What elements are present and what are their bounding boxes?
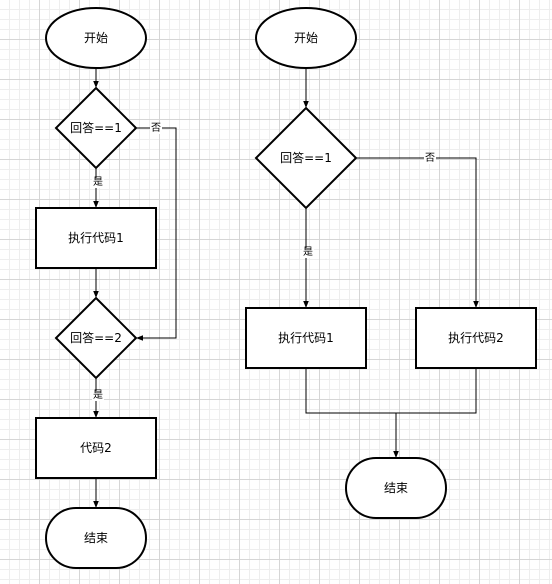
left-start-label: 开始 xyxy=(83,31,109,45)
left-end-label: 结束 xyxy=(83,531,109,545)
right-no-label: 否 xyxy=(424,153,436,164)
left-decision1-label: 回答==1 xyxy=(70,121,122,135)
left-process1-label: 执行代码1 xyxy=(68,231,124,245)
right-process2-box xyxy=(415,307,537,369)
left-process2-label: 代码2 xyxy=(80,441,112,455)
right-process1-box xyxy=(245,307,367,369)
right-decision-label: 回答==1 xyxy=(280,151,332,165)
left-no1-label: 否 xyxy=(150,123,162,134)
right-process1-label: 执行代码1 xyxy=(278,331,334,345)
right-process2-label: 执行代码2 xyxy=(448,331,504,345)
right-yes-label: 是 xyxy=(302,247,314,258)
right-edge-process1-merge xyxy=(305,368,396,414)
right-edge-process2-merge xyxy=(396,368,477,414)
left-yes1-label: 是 xyxy=(92,177,104,188)
left-decision2-label: 回答==2 xyxy=(70,331,122,345)
left-yes2-label: 是 xyxy=(92,390,104,401)
right-edge-decision-process2 xyxy=(356,157,479,308)
right-start-label: 开始 xyxy=(293,31,319,45)
right-end-label: 结束 xyxy=(383,481,409,495)
